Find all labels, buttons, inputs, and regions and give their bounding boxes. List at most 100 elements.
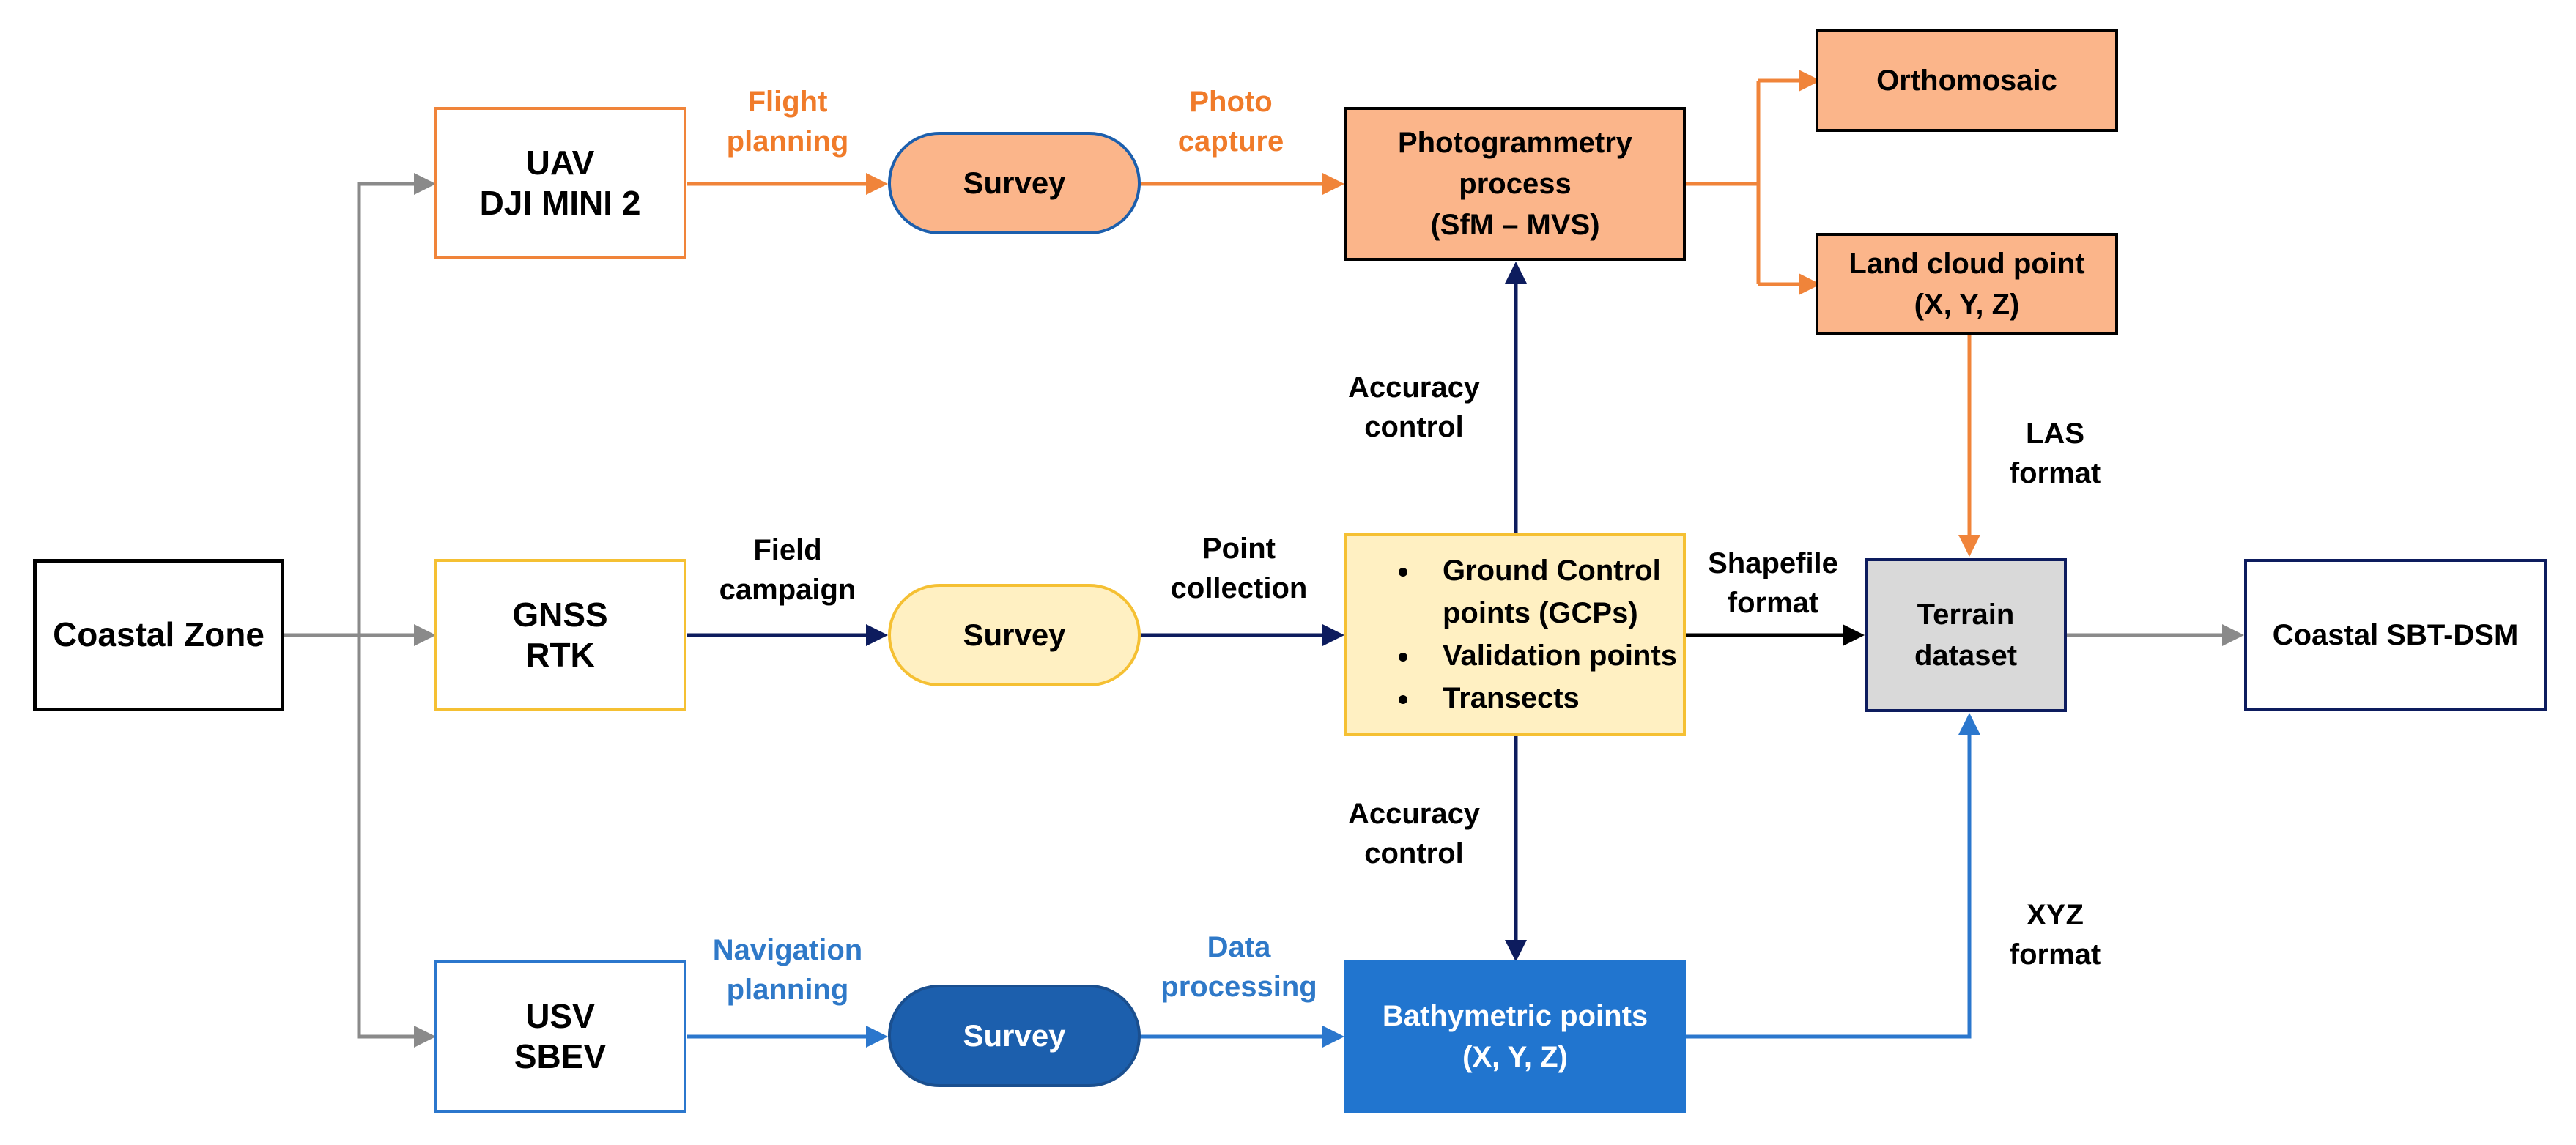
blue-arrowheads bbox=[866, 713, 1980, 1048]
land-cloud-label-line2: (X, Y, Z) bbox=[1914, 288, 2020, 321]
edge-label-line: Accuracy bbox=[1347, 371, 1481, 404]
edge-bathymetric-to-terrain bbox=[1685, 735, 1972, 1039]
survey-usv-pill: Survey bbox=[888, 985, 1141, 1087]
edge-label-line: control bbox=[1364, 837, 1464, 870]
edge-label-line: campaign bbox=[719, 574, 856, 606]
edge-label-line: capture bbox=[1177, 125, 1284, 158]
edge-label-line: Shapefile bbox=[1708, 547, 1838, 579]
orange-arrowheads bbox=[866, 70, 1980, 557]
gcp-list-item: Ground Control points (GCPs) bbox=[1421, 549, 1683, 634]
edge-label-line: planning bbox=[726, 125, 849, 158]
uav-box: UAV DJI MINI 2 bbox=[434, 107, 686, 259]
edge-label-line: Photo bbox=[1189, 86, 1273, 118]
bathymetric-label-line1: Bathymetric points bbox=[1382, 1000, 1648, 1032]
survey-uav-pill: Survey bbox=[888, 132, 1141, 234]
arrowhead-survey-usv bbox=[866, 1026, 888, 1048]
land-cloud-box: Land cloud point (X, Y, Z) bbox=[1816, 233, 2118, 335]
arrowhead-terrain-bottom bbox=[1958, 713, 1980, 735]
arrowhead-gnss bbox=[414, 624, 436, 646]
navy-connectors bbox=[687, 284, 1518, 940]
arrowhead-terrain-top bbox=[1958, 535, 1980, 557]
arrowhead-survey-gnss bbox=[866, 624, 888, 646]
edge-label-line: LAS bbox=[2026, 418, 2084, 450]
photogrammetry-label-line3: (SfM – MVS) bbox=[1430, 209, 1600, 241]
edge-label-accuracy-control-top: Accuracy control bbox=[1326, 368, 1502, 447]
edge-label-accuracy-control-bottom: Accuracy control bbox=[1326, 794, 1502, 873]
arrowhead-bathymetric bbox=[1322, 1026, 1344, 1048]
survey-gnss-label: Survey bbox=[963, 617, 1066, 652]
survey-uav-label: Survey bbox=[963, 165, 1066, 200]
edge-label-point-collection: Point collection bbox=[1140, 529, 1338, 608]
gnss-box: GNSS RTK bbox=[434, 559, 686, 711]
gnss-label-line1: GNSS bbox=[512, 595, 608, 634]
usv-box: USV SBEV bbox=[434, 960, 686, 1113]
arrowhead-photogrammetry-bottom bbox=[1505, 262, 1527, 284]
edge-label-xyz-format: XYZ format bbox=[1985, 895, 2125, 974]
gcp-list-item: Transects bbox=[1421, 677, 1683, 719]
edge-label-photo-capture: Photo capture bbox=[1140, 82, 1322, 161]
navy-arrowheads bbox=[866, 262, 1527, 962]
edge-label-line: XYZ bbox=[2027, 899, 2084, 931]
coastal-zone-connectors bbox=[281, 182, 2222, 1039]
arrowhead-bathymetric-top bbox=[1505, 940, 1527, 962]
edge-label-line: processing bbox=[1161, 971, 1317, 1003]
uav-label-line2: DJI MINI 2 bbox=[479, 184, 641, 222]
coastal-zone-label: Coastal Zone bbox=[53, 615, 264, 654]
gnss-label-line2: RTK bbox=[525, 636, 595, 674]
survey-usv-label: Survey bbox=[963, 1018, 1066, 1053]
arrowhead-orthomosaic bbox=[1799, 70, 1821, 92]
edge-label-line: Flight bbox=[747, 86, 828, 118]
arrowhead-usv bbox=[414, 1026, 436, 1048]
gcp-list-item: Validation points bbox=[1421, 634, 1683, 677]
arrowhead-uav bbox=[414, 173, 436, 195]
land-cloud-label-line1: Land cloud point bbox=[1848, 247, 2085, 280]
photogrammetry-label-line1: Photogrammetry bbox=[1397, 127, 1633, 159]
orange-connectors bbox=[687, 78, 1972, 535]
edge-label-line: Accuracy bbox=[1347, 798, 1481, 830]
arrowhead-photogrammetry bbox=[1322, 173, 1344, 195]
terrain-label-line2: dataset bbox=[1914, 640, 2018, 672]
gray-arrowheads bbox=[414, 173, 2244, 1048]
edge-label-line: Point bbox=[1202, 533, 1276, 565]
edge-label-line: Data bbox=[1207, 931, 1271, 963]
bathymetric-box: Bathymetric points (X, Y, Z) bbox=[1344, 960, 1686, 1113]
edge-coastal-to-usv bbox=[357, 635, 414, 1039]
edge-label-las-format: LAS format bbox=[1985, 414, 2125, 493]
usv-label-line1: USV bbox=[525, 996, 595, 1035]
photogrammetry-box: Photogrammetry process (SfM – MVS) bbox=[1344, 107, 1686, 261]
arrowhead-gcp bbox=[1322, 624, 1344, 646]
terrain-box: Terrain dataset bbox=[1865, 558, 2067, 712]
usv-label-line2: SBEV bbox=[514, 1037, 607, 1075]
edge-label-shapefile-format: Shapefile format bbox=[1685, 544, 1861, 623]
photogrammetry-label-line2: process bbox=[1459, 168, 1572, 200]
edge-label-line: Field bbox=[753, 534, 822, 566]
edge-label-line: collection bbox=[1170, 572, 1308, 604]
survey-gnss-pill: Survey bbox=[888, 584, 1141, 686]
edge-label-flight-planning: Flight planning bbox=[687, 82, 888, 161]
output-box: Coastal SBT-DSM bbox=[2244, 559, 2547, 711]
edge-coastal-to-uav bbox=[357, 182, 414, 635]
bathymetric-label-line2: (X, Y, Z) bbox=[1462, 1041, 1568, 1073]
gcp-box: Ground Control points (GCPs) Validation … bbox=[1344, 533, 1686, 736]
edge-label-line: planning bbox=[726, 974, 849, 1006]
terrain-label-line1: Terrain bbox=[1917, 599, 2015, 631]
edge-label-line: format bbox=[2009, 938, 2101, 971]
orthomosaic-box: Orthomosaic bbox=[1816, 29, 2118, 132]
blue-connectors bbox=[687, 735, 1972, 1039]
orthomosaic-label: Orthomosaic bbox=[1876, 64, 2057, 97]
edge-label-line: Navigation bbox=[712, 934, 863, 966]
gcp-list: Ground Control points (GCPs) Validation … bbox=[1347, 549, 1683, 719]
edge-label-navigation-planning: Navigation planning bbox=[687, 930, 888, 1009]
edge-label-line: format bbox=[2009, 457, 2101, 489]
edge-label-data-processing: Data processing bbox=[1140, 927, 1338, 1007]
arrowhead-land-cloud bbox=[1799, 273, 1821, 295]
edge-label-line: format bbox=[1727, 587, 1819, 619]
arrowhead-output bbox=[2222, 624, 2244, 646]
edge-label-line: control bbox=[1364, 411, 1464, 443]
arrowhead-survey-uav bbox=[866, 173, 888, 195]
uav-label-line1: UAV bbox=[525, 143, 595, 182]
edge-label-field-campaign: Field campaign bbox=[687, 530, 888, 609]
coastal-zone-box: Coastal Zone bbox=[33, 559, 284, 711]
